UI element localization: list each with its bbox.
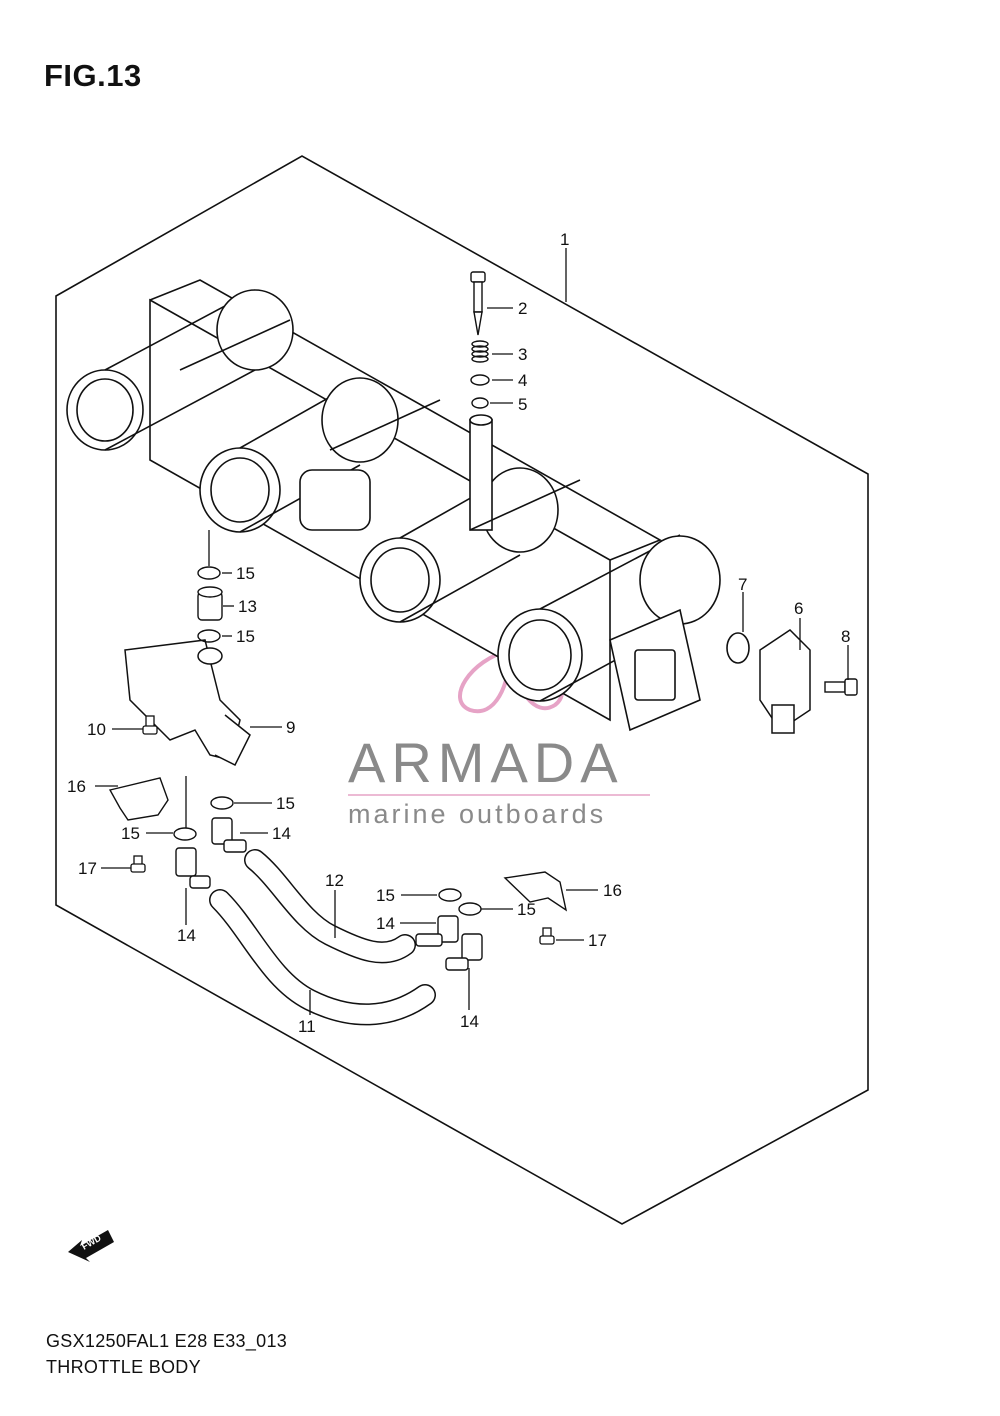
callout-15: 15 <box>121 824 140 843</box>
part-16-bracket <box>503 871 568 912</box>
callout-16: 16 <box>67 777 86 796</box>
part-3-spring <box>471 340 489 363</box>
part-15-o-ring <box>173 827 197 841</box>
part-15-o-ring <box>197 629 221 643</box>
model-code: GSX1250FAL1 E28 E33_013 <box>46 1331 288 1351</box>
throttle-bore-1 <box>66 289 294 451</box>
callout-17: 17 <box>78 859 97 878</box>
callout-17: 17 <box>588 931 607 950</box>
fwd-arrow-icon: FWD <box>68 1230 114 1262</box>
callout-9: 9 <box>286 718 295 737</box>
callout-15: 15 <box>376 886 395 905</box>
callout-2: 2 <box>518 299 527 318</box>
part-17-screw <box>130 855 146 873</box>
callout-11: 11 <box>298 1017 316 1036</box>
callout-14: 14 <box>177 926 196 945</box>
part-15-o-ring <box>438 888 462 902</box>
part-4-washer <box>470 374 490 386</box>
part-14-elbow-fitting <box>175 847 211 889</box>
callout-13: 13 <box>238 597 257 616</box>
callout-7: 7 <box>738 575 747 594</box>
callout-10: 10 <box>87 720 106 739</box>
part-15-o-ring <box>197 566 221 580</box>
part-16-bracket <box>108 777 169 821</box>
leader-lines <box>95 248 849 1015</box>
part-7-o-ring <box>726 632 750 664</box>
callout-1: 1 <box>560 230 569 249</box>
figure-title: FIG.13 <box>44 58 142 93</box>
part-15-o-ring <box>210 796 234 810</box>
part-14-elbow-fitting <box>445 933 483 971</box>
part-14-elbow-fitting <box>415 915 459 947</box>
part-10-screw <box>142 715 158 735</box>
throttle-body-assembly <box>66 279 721 732</box>
throttle-bore-3 <box>359 467 559 623</box>
callout-12: 12 <box>325 871 344 890</box>
callout-15: 15 <box>517 900 536 919</box>
callout-14: 14 <box>376 914 395 933</box>
part-14-elbow-fitting <box>211 817 247 853</box>
part-8-screw <box>824 678 858 696</box>
callout-3: 3 <box>518 345 527 364</box>
throttle-bore-2 <box>199 377 399 533</box>
throttle-bore-4 <box>497 534 721 702</box>
callout-15: 15 <box>236 564 255 583</box>
callout-8: 8 <box>841 627 850 646</box>
callout-5: 5 <box>518 395 527 414</box>
section-name: THROTTLE BODY <box>46 1357 201 1377</box>
watermark-brand: ARMADA <box>348 731 624 794</box>
part-13-joint <box>197 586 223 621</box>
part-9-valve-body <box>124 639 251 767</box>
part-15-o-ring <box>458 902 482 916</box>
callout-4: 4 <box>518 371 527 390</box>
callout-14: 14 <box>272 824 291 843</box>
callout-15: 15 <box>236 627 255 646</box>
assembly-outline <box>55 155 869 1225</box>
part-2-adjust-screw <box>470 271 486 336</box>
part-12-hose-inner <box>245 850 415 962</box>
callout-6: 6 <box>794 599 803 618</box>
part-17-screw <box>539 927 555 945</box>
part-5-o-ring <box>471 397 489 409</box>
part-6-throttle-position-sensor <box>759 629 811 734</box>
callout-15: 15 <box>276 794 295 813</box>
callout-14: 14 <box>460 1012 479 1031</box>
callout-16: 16 <box>603 881 622 900</box>
watermark-tagline: marine outboards <box>348 799 606 829</box>
